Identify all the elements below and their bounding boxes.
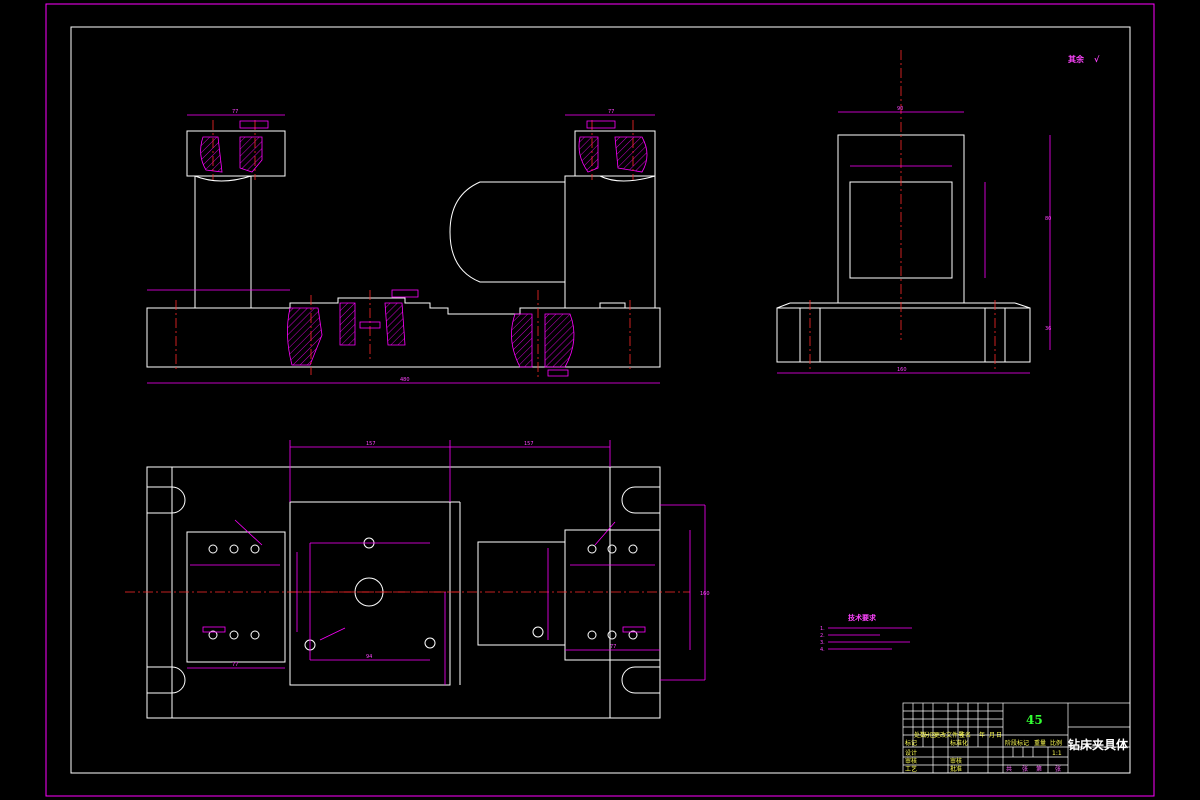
tech-item-2: 2. (820, 633, 825, 639)
dim-plan-w2: 157 (524, 441, 534, 447)
inner-frame (70, 26, 1131, 774)
sheet-total: 共 (1006, 765, 1012, 773)
tech-requirements: 技术要求 1. 2. 3. 4. (820, 613, 912, 653)
dim-plan-holes: 94 (366, 654, 372, 660)
dim-plan-right: 77 (610, 644, 616, 650)
tech-title: 技术要求 (848, 613, 877, 622)
plan-view: 157 157 77 77 94 160 (125, 440, 710, 719)
dim-front-right-top: 77 (608, 109, 614, 115)
row-label-design: 设计 (905, 749, 917, 757)
mid-review: 审核 (950, 757, 962, 765)
roughness-note: 其余 √ (1068, 54, 1100, 64)
header-sign: 签名 (959, 731, 971, 739)
dim-plan-w1: 157 (366, 441, 376, 447)
stage-scale: 比例 (1050, 739, 1062, 747)
mid-approve: 批准 (950, 765, 962, 773)
material-label: 45 (1026, 713, 1043, 727)
row-label-mark: 标记 (905, 739, 917, 747)
mid-standard: 标准化 (950, 739, 968, 747)
front-view: 77 77 480 (146, 109, 661, 384)
header-change-doc: 更改文件号 (934, 731, 964, 739)
dim-side-h2: 36 (1045, 326, 1051, 332)
dim-side-bottom: 160 (897, 367, 907, 373)
drawing-title: 钻床夹具体 (1068, 737, 1129, 752)
tech-item-4: 4. (820, 647, 825, 653)
dim-plan-height: 160 (700, 591, 710, 597)
header-year: 年 (979, 731, 985, 739)
roughness-text: 其余 (1068, 54, 1085, 64)
header-day: 日 (996, 732, 1002, 739)
sheet-unit-1: 张 (1022, 765, 1028, 773)
roughness-symbol: √ (1094, 55, 1100, 64)
outer-border (45, 3, 1155, 797)
title-block: 45 钻床夹具体 标记 设计 审核 工艺 处数 分区 更改文件号 签名 年 月 … (902, 702, 1131, 774)
sheet-unit-2: 张 (1055, 765, 1061, 773)
tech-item-1: 1. (820, 626, 825, 632)
side-view: 90 160 80 36 (776, 50, 1051, 374)
stage-mark: 阶段标记 (1005, 739, 1029, 747)
scale-value: 1:1 (1052, 750, 1062, 757)
stage-weight: 重量 (1034, 739, 1046, 747)
row-label-process: 工艺 (905, 765, 917, 773)
dim-front-total: 480 (400, 377, 410, 383)
header-count: 处数 (914, 731, 926, 739)
header-month: 月 (989, 732, 995, 739)
dim-front-left-top: 77 (232, 109, 238, 115)
dim-plan-left: 77 (232, 662, 238, 668)
dim-side-top: 90 (897, 106, 903, 112)
dim-side-h1: 80 (1045, 216, 1051, 222)
header-zone: 分区 (924, 731, 936, 739)
sheet-number: 第 (1036, 765, 1042, 773)
row-label-review: 审核 (905, 757, 917, 765)
tech-item-3: 3. (820, 640, 825, 646)
